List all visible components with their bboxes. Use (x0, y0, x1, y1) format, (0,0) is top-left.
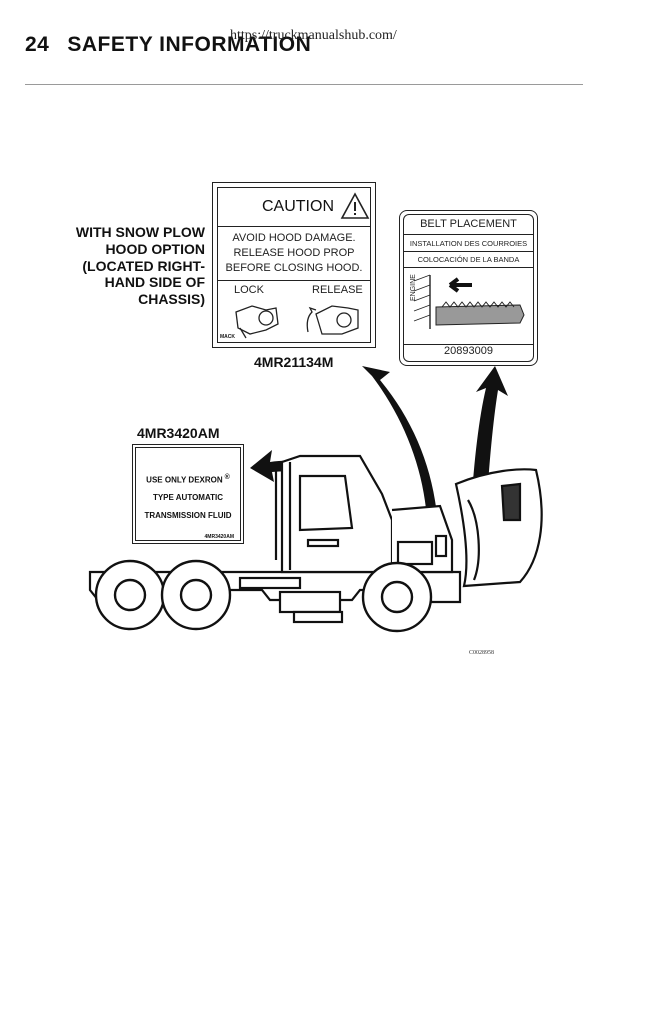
caution-line: RELEASE HOOD PROP (233, 247, 355, 259)
belt-title-french: INSTALLATION DES COURROIES (404, 236, 533, 252)
section-title: SAFETY INFORMATION (67, 33, 312, 56)
hood-prop-lock-icon (235, 305, 279, 339)
wheels (94, 559, 433, 633)
snow-plow-hood (454, 468, 543, 588)
warning-triangle-icon (340, 192, 370, 219)
belt-title-spanish: COLOCACIÓN DE LA BANDA (404, 252, 533, 268)
transmission-part-number: 4MR3420AM (137, 425, 220, 441)
transmission-line-1: USE ONLY DEXRON® (146, 474, 230, 485)
transmission-line-2: TYPE AUTOMATIC (152, 493, 224, 502)
caution-decal: CAUTION AVOID HOOD DAMAGE. RELEASE HOOD … (212, 182, 376, 348)
caution-part-number: 4MR21134M (254, 354, 334, 370)
engine-label: ENGINE (410, 274, 417, 301)
snow-plow-note: WITH SNOW PLOW HOOD OPTION (LOCATED RIGH… (75, 224, 205, 308)
figure-code: C0028958 (469, 650, 495, 656)
belt-placement-decal: BELT PLACEMENT INSTALLATION DES COURROIE… (399, 210, 538, 366)
release-label: RELEASE (312, 284, 363, 296)
mack-logo: MACK (220, 334, 235, 340)
caution-line: AVOID HOOD DAMAGE. (232, 232, 356, 244)
transmission-small-code: 4MR3420AM (204, 534, 234, 540)
caution-line: BEFORE CLOSING HOOD. (225, 262, 363, 274)
header-divider (25, 84, 583, 85)
belt-diagram-icon (413, 274, 525, 329)
page-header: 24 SAFETY INFORMATION (25, 33, 311, 57)
hood-prop-release-icon (306, 305, 359, 335)
belt-title: BELT PLACEMENT (404, 218, 533, 235)
caution-title: CAUTION (218, 188, 370, 227)
registered-mark: ® (224, 474, 230, 481)
source-url[interactable]: https://truckmanualshub.com/ (230, 28, 397, 43)
lock-label: LOCK (234, 284, 264, 296)
truck-cab (274, 454, 454, 574)
transmission-fluid-decal: USE ONLY DEXRON® TYPE AUTOMATIC TRANSMIS… (132, 444, 244, 544)
belt-part-number: 20893009 (404, 344, 533, 359)
caution-text: AVOID HOOD DAMAGE. RELEASE HOOD PROP BEF… (218, 227, 370, 281)
page-number: 24 (25, 33, 50, 56)
transmission-line-3: TRANSMISSION FLUID (144, 511, 232, 520)
